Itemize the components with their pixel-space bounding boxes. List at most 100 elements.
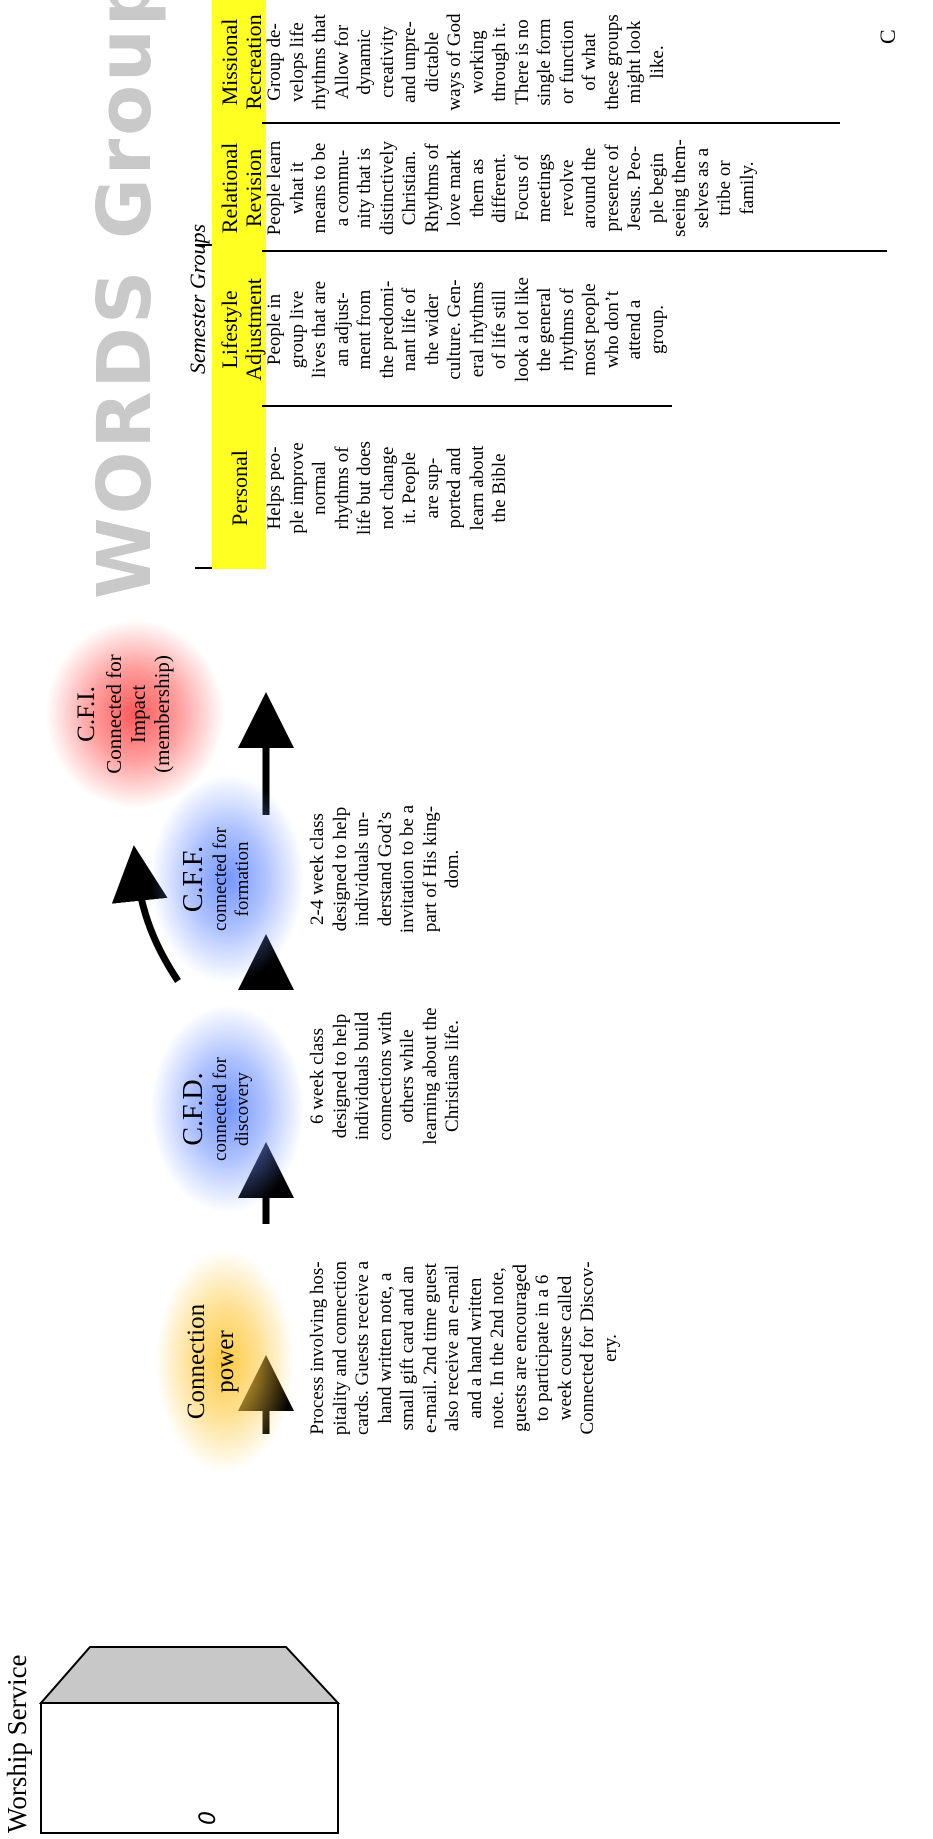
column-text-line: not change: [376, 446, 398, 530]
step-cff-description-line: dom.: [442, 849, 463, 889]
column-text-line: Focus of: [511, 155, 533, 221]
column-text-line: rhythms of: [331, 446, 353, 530]
semester-groups-label: Semester Groups: [185, 223, 210, 374]
column-header-missional: Missional Recreation: [212, 0, 266, 124]
column-text-line: culture. Gen-: [444, 279, 465, 380]
column-text-line: group.: [646, 304, 668, 355]
column-text-line: around the: [579, 147, 600, 229]
step-connection-description-line: pitality and connection: [329, 1260, 351, 1436]
column-header-lifestyle: Lifestyle Adjustment: [212, 252, 266, 407]
step-connection-title: Connection: [183, 1303, 210, 1420]
column-text-line: them as: [466, 158, 488, 218]
column-text-line: most people: [579, 283, 600, 376]
step-cfi-subtitle: Connected for: [101, 654, 126, 774]
step-connection-description-line: to participate in a 6: [532, 1274, 553, 1422]
column-text-line: There is no: [511, 19, 533, 105]
column-text-line: might look: [624, 20, 645, 104]
step-connection-subtitle: power: [211, 1330, 239, 1393]
column-text-line: People in: [264, 293, 285, 366]
column-text-line: rhythms that: [309, 14, 330, 110]
column-text-line: Group de-: [264, 23, 285, 101]
step-cfd-description-line: designed to help: [329, 1013, 351, 1139]
column-header-relational: Relational Revision: [212, 124, 266, 252]
column-text-line: ple begin: [646, 152, 668, 224]
column-text-line: life but does: [354, 441, 375, 535]
column-header-lifestyle-text-1: Lifestyle: [217, 290, 242, 369]
column-header-personal-text: Personal: [227, 450, 252, 526]
step-connection: Connection power: [155, 1249, 295, 1474]
step-cff-description-line: designed to help: [329, 806, 351, 932]
column-text-line: the wider: [421, 293, 443, 366]
column-text-line: velops life: [286, 22, 308, 102]
column-text-line: creativity: [376, 26, 398, 98]
step-cff-description-line: 2-4 week class: [307, 813, 328, 925]
column-text-line: Jesus. Peo-: [624, 145, 645, 231]
step-cff-description-line: derstand God’s: [374, 811, 396, 927]
column-text-line: lives that are: [309, 280, 330, 379]
step-cff-description-line: part of His king-: [419, 805, 441, 933]
step-cfi-subtitle-3: (membership): [150, 655, 175, 773]
column-text-line: single form: [534, 18, 555, 106]
step-connection-description: Process involving hos-pitality and conne…: [307, 1233, 622, 1463]
column-text-line: family.: [736, 161, 758, 215]
step-cfd-description-line: individuals build: [352, 1011, 373, 1141]
column-text-line: eral rhythms: [466, 281, 488, 378]
column-text-line: normal: [309, 461, 330, 515]
column-text-line: tribe or: [714, 160, 735, 216]
column-header-lifestyle-text-2: Adjustment: [241, 278, 267, 381]
column-text-line: meetings: [534, 153, 555, 223]
column-text-line: ported and: [444, 447, 465, 529]
column-text-line: dynamic: [354, 29, 375, 95]
column-text-line: love mark: [444, 149, 465, 227]
book-icon: [38, 1646, 341, 1834]
column-text-line: ment from: [354, 289, 375, 370]
column-text-line: the predomi-: [376, 280, 398, 379]
step-cfd-subtitle-2: discovery: [232, 1072, 254, 1146]
column-text-line: different.: [489, 153, 510, 223]
column-header-personal: Personal: [212, 407, 266, 569]
column-text-line: it. People: [399, 452, 420, 524]
column-text-line: rhythms of: [556, 288, 578, 371]
column-text-line: the Bible: [489, 453, 510, 523]
column-text-line: of what: [579, 33, 600, 91]
column-header-missional-text-1: Missional: [217, 18, 242, 106]
column-text-line: a commu-: [331, 149, 353, 227]
column-text-line: attend a: [624, 299, 645, 360]
column-text-line: nant life of: [399, 287, 420, 372]
step-connection-description-line: guests are encouraged: [509, 1264, 531, 1432]
column-text-line: and unpre-: [399, 21, 420, 103]
column-text-line: ways of God: [444, 13, 465, 111]
column-text-line: who don’t: [601, 290, 623, 369]
column-header-missional-text-2: Recreation: [241, 14, 267, 110]
step-cfd-title: C.F.D.: [178, 1072, 209, 1146]
column-text-line: Rhythms of: [421, 143, 443, 233]
step-connection-description-line: and a hand written: [464, 1277, 486, 1419]
step-cfd-description-line: learning about the: [419, 1007, 441, 1145]
step-connection-description-line: Process involving hos-: [307, 1261, 328, 1435]
column-text-line: selves as a: [691, 147, 713, 229]
column-text-line: like.: [646, 45, 668, 79]
step-cfd-description-line: Christians life.: [442, 1020, 463, 1132]
step-cfi: C.F.I. Connected for Impact (membership): [45, 619, 225, 809]
step-cfi-title: C.F.I.: [73, 686, 100, 742]
column-text-line: Christian.: [399, 150, 420, 226]
book-side-face: [38, 1646, 341, 1704]
column-text-line: distinctively: [376, 141, 398, 235]
step-connection-description-line: ery.: [599, 1334, 621, 1362]
step-cfd: C.F.D. connected for discovery: [150, 1004, 305, 1214]
step-connection-description-line: cards. Guests receive a: [352, 1260, 373, 1436]
column-text-line: People learn: [264, 140, 285, 236]
step-connection-description-line: Connected for Discov-: [577, 1261, 598, 1435]
column-text-line: learn about: [466, 445, 488, 531]
step-cff-description-line: invitation to be a: [397, 804, 418, 934]
column-header-relational-text-2: Revision: [241, 148, 267, 228]
column-text-line: revolve: [556, 159, 578, 217]
column-text-line: nity that is: [354, 147, 375, 229]
